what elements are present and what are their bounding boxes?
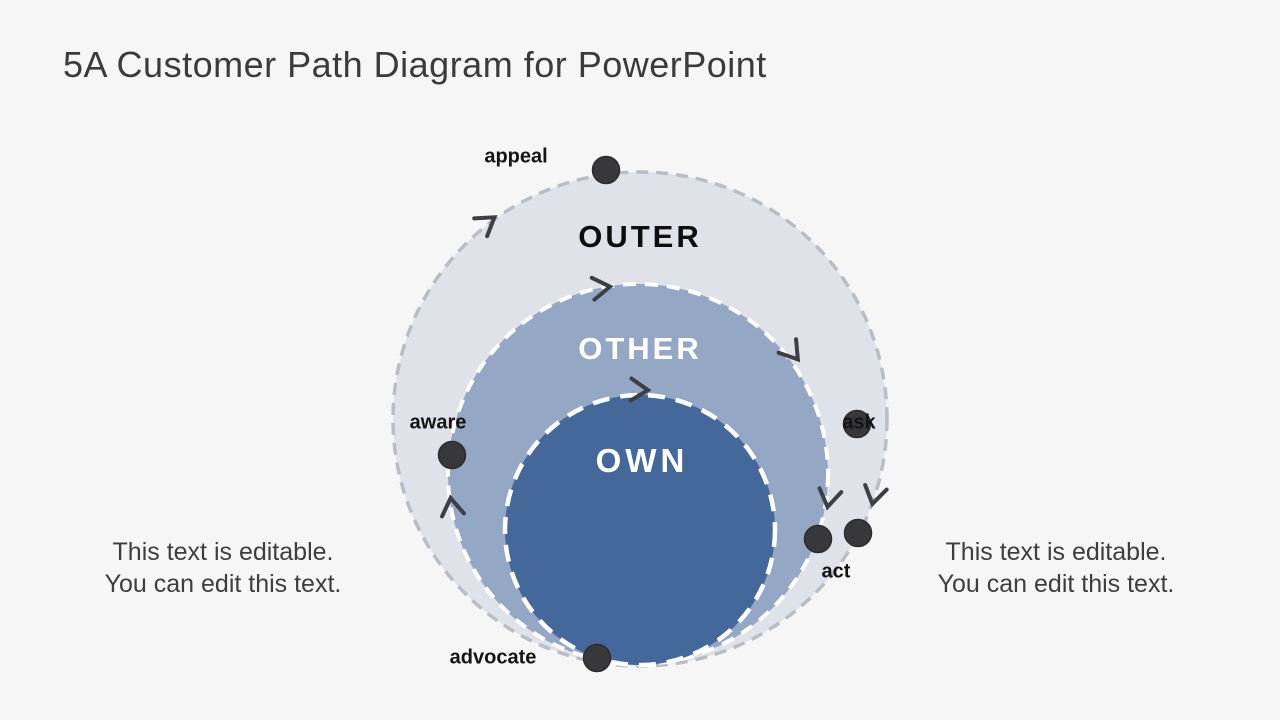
stage-marker-ask <box>842 409 872 439</box>
flow-arrow-icon <box>628 376 652 403</box>
right-text-line-1: This text is editable. <box>945 538 1167 566</box>
stage-label-aware: aware <box>409 411 467 434</box>
flow-arrows <box>440 215 889 519</box>
right-text-placeholder: This text is editable. You can edit this… <box>906 536 1206 600</box>
stage-marker-act-outer <box>843 518 873 548</box>
right-text-line-2: You can edit this text. <box>937 570 1175 598</box>
left-text-placeholder: This text is editable. You can edit this… <box>73 536 373 600</box>
ring-label-own: OWN <box>595 442 689 479</box>
stage-marker-appeal <box>591 155 621 185</box>
flow-arrow-icon <box>589 275 614 302</box>
left-text-line-1: This text is editable. <box>112 538 334 566</box>
flow-arrow-icon <box>440 494 466 519</box>
ring-label-outer: OUTER <box>578 219 702 254</box>
stage-marker-act-inner <box>803 524 833 554</box>
stage-marker-advocate <box>582 643 612 673</box>
ring-label-other: OTHER <box>578 331 702 366</box>
flow-arrow-icon <box>863 483 889 508</box>
stage-label-appeal: appeal <box>484 145 548 168</box>
own-ring-circle <box>502 392 778 668</box>
stage-label-act: act <box>821 560 851 583</box>
stage-label-advocate: advocate <box>449 646 537 669</box>
slide-title: 5A Customer Path Diagram for PowerPoint <box>63 44 767 85</box>
stage-label-ask: ask <box>842 411 876 434</box>
flow-arrow-icon <box>472 215 498 239</box>
left-text-line-2: You can edit this text. <box>104 570 342 598</box>
stage-marker-aware <box>437 440 467 470</box>
flow-arrow-icon <box>817 486 844 511</box>
flow-arrow-icon <box>776 337 801 363</box>
stage-markers <box>437 155 873 673</box>
